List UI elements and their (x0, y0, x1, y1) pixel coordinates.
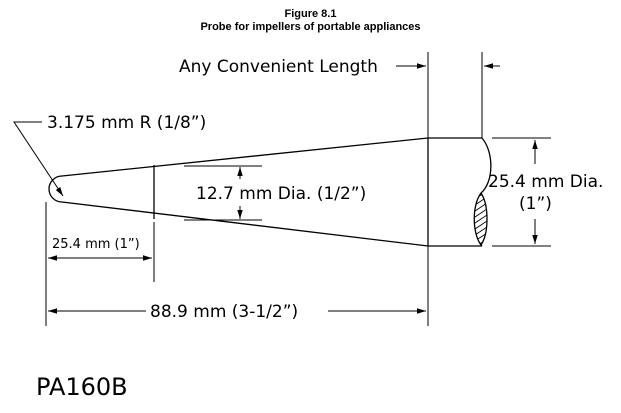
section-hatching (474, 193, 487, 245)
tip-radius-label: 3.175 mm R (1/8”) (47, 113, 206, 133)
dim-mid-diameter: 12.7 mm Dia. (1/2”) (184, 165, 366, 221)
figure-subtitle: Probe for impellers of portable applianc… (200, 21, 421, 33)
dim-shank-diameter: 25.4 mm Dia. (1”) (488, 137, 603, 247)
tip-length-label: 25.4 mm (1”) (52, 237, 140, 252)
shank-diameter-inch-label: (1”) (519, 194, 552, 214)
figure-title: Figure 8.1 (284, 8, 337, 20)
dim-total-length: 88.9 mm (3-1/2”) (45, 246, 429, 326)
dim-tip-length: 25.4 mm (1”) (45, 202, 155, 282)
probe-lower-edge (61, 201, 429, 247)
dim-tip-radius: 3.175 mm R (1/8”) (13, 113, 206, 197)
dim-any-length: Any Convenient Length (179, 52, 500, 138)
shank-diameter-label: 25.4 mm Dia. (488, 172, 603, 192)
mid-diameter-label: 12.7 mm Dia. (1/2”) (196, 184, 366, 204)
probe-outline (48, 137, 492, 247)
total-length-label: 88.9 mm (3-1/2”) (150, 302, 298, 322)
probe-upper-edge (61, 137, 429, 177)
any-length-label: Any Convenient Length (179, 57, 378, 77)
drawing-code: PA160B (36, 373, 128, 401)
probe-tip-arc (48, 175, 63, 203)
